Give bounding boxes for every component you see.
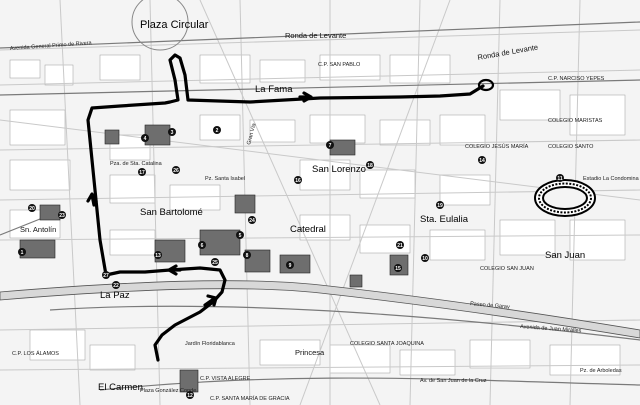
marker-23: 23: [58, 211, 66, 219]
svg-text:14: 14: [479, 158, 485, 164]
route-arrow-top: [298, 91, 313, 103]
label-la-condomina: Estadio La Condomina: [583, 176, 640, 182]
svg-text:20: 20: [29, 206, 35, 212]
label-cp-los-alamos: C.P. LOS ÁLAMOS: [12, 350, 59, 357]
label-cp-vista-alegre: C.P. VISTA ALEGRE: [200, 376, 251, 382]
svg-text:26: 26: [173, 168, 179, 174]
svg-text:5: 5: [239, 233, 242, 239]
marker-26: 26: [172, 166, 180, 174]
svg-text:21: 21: [397, 243, 403, 249]
marker-18: 18: [366, 161, 374, 169]
route-arrow-south: [203, 294, 218, 307]
marker-5: 5: [236, 231, 244, 239]
label-colegio-san-juan: COLEGIO SAN JUAN: [480, 266, 534, 272]
label-paseo-de-garay: Paseo de Garay: [470, 301, 510, 310]
numbered-markers: 1 2 3 4 5 6 7 8 9 10 11 12 13 14 15 16 1…: [18, 126, 564, 399]
label-la-fama: La Fama: [255, 84, 293, 95]
marker-10: 10: [421, 254, 429, 262]
marker-11: 11: [556, 174, 564, 182]
svg-text:12: 12: [187, 393, 193, 399]
svg-text:17: 17: [139, 170, 145, 176]
svg-text:19: 19: [437, 203, 443, 209]
label-colegio-santo: COLEGIO SANTO: [548, 144, 594, 150]
marker-8: 8: [243, 251, 251, 259]
svg-text:8: 8: [246, 253, 249, 259]
svg-text:3: 3: [171, 130, 174, 136]
marker-27: 27: [102, 271, 110, 279]
plaza-circular-roundabout: [131, 0, 189, 51]
svg-text:2: 2: [216, 128, 219, 134]
route-arrow-river: [167, 264, 182, 276]
svg-text:22: 22: [113, 283, 119, 289]
marker-24: 24: [248, 216, 256, 224]
label-plaza-gonzalez: Plaza González Conde: [140, 388, 196, 394]
marker-3: 3: [168, 128, 176, 136]
marker-14: 14: [478, 156, 486, 164]
svg-text:1: 1: [21, 250, 24, 256]
label-san-juan: San Juan: [545, 250, 585, 261]
label-av-san-juan-cruz: Av. de San Juan de la Cruz: [420, 378, 487, 384]
svg-text:27: 27: [103, 273, 109, 279]
marker-22: 22: [112, 281, 120, 289]
label-el-carmen: El Carmen: [98, 382, 143, 393]
marker-21: 21: [396, 241, 404, 249]
svg-text:25: 25: [212, 260, 218, 266]
svg-text:10: 10: [422, 256, 428, 262]
route-end-circle: [477, 78, 495, 92]
label-plaza-arboledas: Pz. de Arboledas: [580, 368, 622, 374]
label-jardin-floridablanca: Jardín Floridablanca: [185, 341, 236, 347]
svg-text:23: 23: [59, 213, 65, 219]
svg-text:24: 24: [249, 218, 255, 224]
label-gran-via: Gran Vía: [246, 122, 258, 146]
svg-text:11: 11: [557, 176, 563, 182]
marker-7: 7: [326, 141, 334, 149]
marker-13: 13: [154, 251, 162, 259]
marker-16: 16: [294, 176, 302, 184]
svg-text:18: 18: [367, 163, 373, 169]
label-cp-narciso: C.P. NARCISO YEPES: [548, 76, 605, 82]
label-sta-eulalia: Sta. Eulalia: [420, 214, 469, 225]
svg-text:16: 16: [295, 178, 301, 184]
marker-17: 17: [138, 168, 146, 176]
label-san-lorenzo: San Lorenzo: [312, 164, 366, 175]
label-san-bartolome: San Bartolomé: [140, 207, 203, 218]
marker-20: 20: [28, 204, 36, 212]
svg-text:15: 15: [395, 266, 401, 272]
marker-19: 19: [436, 201, 444, 209]
label-cp-san-pablo: C.P. SAN PABLO: [318, 62, 361, 68]
svg-text:6: 6: [201, 243, 204, 249]
marker-2: 2: [213, 126, 221, 134]
label-plaza-sta-catalina: Pza. de Sta. Catalina: [110, 161, 163, 167]
svg-text:7: 7: [329, 143, 332, 149]
label-plaza-santa-isabel: Pz. Santa Isabel: [205, 176, 245, 182]
marker-1: 1: [18, 248, 26, 256]
marker-4: 4: [141, 134, 149, 142]
label-plaza-circular: Plaza Circular: [140, 19, 209, 31]
label-av-juan-miralles: Avenida de Juan Miralles: [520, 324, 582, 334]
marker-15: 15: [394, 264, 402, 272]
route-line: [86, 53, 485, 362]
stadium: [534, 179, 596, 217]
marker-12: 12: [186, 391, 194, 399]
marker-6: 6: [198, 241, 206, 249]
label-catedral: Catedral: [290, 224, 326, 235]
route-arrow-left: [86, 192, 98, 207]
label-sn-antolin: Sn. Antolín: [20, 225, 56, 234]
label-colegio-santa-joaquina: COLEGIO SANTA JOAQUINA: [350, 341, 424, 347]
svg-text:9: 9: [289, 263, 292, 269]
marker-9: 9: [286, 261, 294, 269]
svg-text:13: 13: [155, 253, 161, 259]
label-la-paz: La Paz: [100, 290, 130, 301]
marker-25: 25: [211, 258, 219, 266]
label-colegio-maristas: COLEGIO MARISTAS: [548, 118, 603, 124]
landmark-buildings: [19, 124, 409, 393]
label-avenida-primo-rivera: Avenida General Primo de Rivera: [10, 40, 93, 52]
label-colegio-jesus-maria: COLEGIO JESÚS MARÍA: [465, 143, 529, 150]
label-cp-santa-maria: C.P. SANTA MARÍA DE GRACIA: [210, 395, 290, 402]
svg-text:4: 4: [144, 136, 147, 142]
label-ronda-levante-top: Ronda de Levante: [285, 31, 346, 40]
label-princesa: Princesa: [295, 348, 325, 357]
